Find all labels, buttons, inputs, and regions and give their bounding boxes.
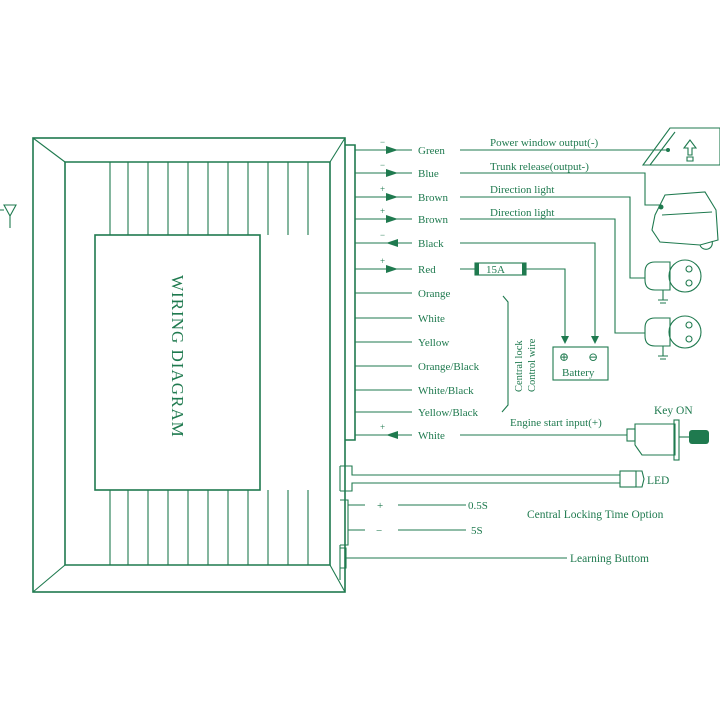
trunk-label: Trunk release(output-)	[490, 161, 589, 173]
wire-5: + Red	[355, 256, 436, 276]
wire-11: Yellow/Black	[355, 407, 478, 419]
polarity-sign: +	[380, 184, 385, 194]
arrow-out-icon	[386, 193, 398, 201]
car-icon	[651, 191, 719, 250]
wire-color-label: Blue	[418, 168, 439, 180]
arrow-in-icon	[386, 239, 398, 247]
polarity-sign: −	[380, 137, 385, 147]
wire-8: Yellow	[355, 337, 449, 349]
wire-color-label: Orange/Black	[418, 361, 480, 373]
wire-2: + Brown	[355, 184, 448, 204]
arrow-out-icon	[386, 215, 398, 223]
led-label: LED	[647, 475, 669, 487]
wire-color-label: Yellow	[418, 337, 449, 349]
engine-start-label: Engine start input(+)	[510, 417, 602, 429]
wire-7: White	[355, 313, 445, 325]
wire-3: + Brown	[355, 206, 448, 226]
battery-plus-icon: ⊕	[559, 350, 569, 364]
polarity-sign: −	[380, 160, 385, 170]
polarity-sign: +	[380, 206, 385, 216]
control-wire-label: Control wire	[527, 338, 538, 392]
bulb-icon-1	[644, 259, 702, 304]
time-plus-sign: +	[377, 500, 383, 512]
window-icon	[641, 127, 720, 166]
wire-color-label: Black	[418, 238, 444, 250]
arrow-out-icon	[386, 265, 398, 273]
polarity-sign: −	[380, 230, 385, 240]
wire-4: − Black	[355, 230, 444, 250]
battery-label: Battery	[562, 367, 595, 379]
wire-color-label: Brown	[418, 214, 448, 226]
wire-color-label: Yellow/Black	[418, 407, 478, 419]
wire-12: + White	[355, 422, 445, 442]
arrow-in-icon	[386, 431, 398, 439]
polarity-sign: +	[380, 422, 385, 432]
polarity-sign: +	[380, 256, 385, 266]
direction-light-label-2: Direction light	[490, 207, 554, 219]
wire-color-label: Red	[418, 264, 436, 276]
bulb-icon-2	[644, 315, 702, 360]
wire-color-label: Brown	[418, 192, 448, 204]
wire-color-label: White/Black	[418, 385, 474, 397]
wire-color-label: White	[418, 430, 445, 442]
learning-button-label[interactable]: Learning Buttom	[570, 553, 649, 565]
trunk-release-output: Trunk release(output-)	[460, 161, 719, 250]
time-05s-label: 0.5S	[468, 500, 488, 512]
arrow-out-icon	[386, 169, 398, 177]
arrow-out-icon	[386, 146, 398, 154]
wire-9: Orange/Black	[355, 361, 480, 373]
wire-color-label: Green	[418, 145, 445, 157]
ignition-switch-icon	[626, 419, 709, 461]
fuse: 15A	[474, 262, 527, 276]
battery-minus-icon: ⊖	[588, 350, 598, 364]
time-minus-sign: −	[376, 525, 382, 537]
wire-0: − Green	[355, 137, 445, 157]
unit-title: WIRING DIAGRAM	[168, 275, 187, 438]
power-window-label: Power window output(-)	[490, 137, 598, 149]
key-icon	[689, 430, 709, 444]
control-unit: WIRING DIAGRAM	[32, 137, 346, 593]
led-icon	[619, 470, 645, 488]
antenna-icon	[0, 204, 17, 228]
wire-10: White/Black	[355, 385, 474, 397]
time-option-label: Central Locking Time Option	[527, 509, 664, 521]
fuse-rating: 15A	[486, 264, 505, 276]
direction-light-label-1: Direction light	[490, 184, 554, 196]
key-on-label: Key ON	[654, 405, 693, 417]
label-panel	[94, 234, 261, 491]
wire-1: − Blue	[355, 160, 439, 180]
battery: ⊕ ⊖ Battery	[552, 346, 609, 381]
central-lock-label: Central lock	[514, 340, 525, 392]
time-5s-label: 5S	[471, 525, 483, 537]
wire-6: Orange	[355, 288, 450, 300]
wire-color-label: Orange	[418, 288, 450, 300]
power-window-output: Power window output(-)	[460, 127, 720, 166]
wire-color-label: White	[418, 313, 445, 325]
